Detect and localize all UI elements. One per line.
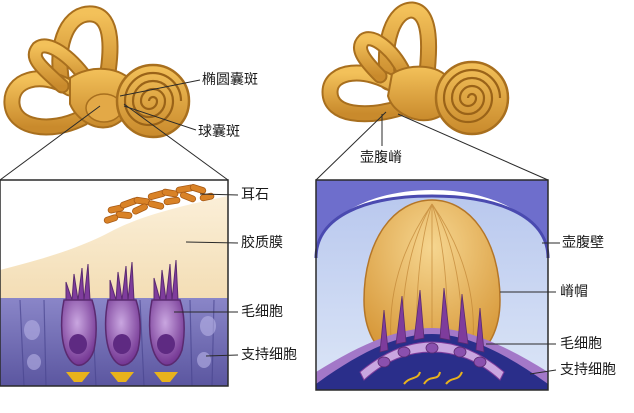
ampulla-wall bbox=[316, 180, 548, 258]
label-otoliths: 耳石 bbox=[241, 187, 269, 203]
label-ampullary-crest: 壶腹嵴 bbox=[360, 150, 402, 166]
crista-detail bbox=[314, 179, 550, 391]
macula-detail bbox=[0, 179, 229, 387]
left-cochlea bbox=[115, 63, 191, 139]
label-utricular-macula: 椭圆囊斑 bbox=[202, 72, 258, 88]
label-cupula: 嵴帽 bbox=[560, 284, 588, 300]
label-hair-cells-left: 毛细胞 bbox=[241, 304, 283, 320]
label-otolithic-membrane: 胶质膜 bbox=[241, 235, 283, 251]
label-hair-cells-right: 毛细胞 bbox=[560, 336, 602, 352]
label-ampulla-wall: 壶腹壁 bbox=[562, 235, 604, 251]
crest-epithelium bbox=[316, 328, 548, 384]
hair-cell-3 bbox=[148, 259, 185, 382]
hair-cell-2 bbox=[104, 261, 141, 382]
label-saccular-macula: 球囊斑 bbox=[198, 124, 240, 140]
label-supporting-cells-right: 支持细胞 bbox=[560, 362, 616, 378]
connector-lines bbox=[0, 79, 560, 375]
right-cochlea bbox=[434, 60, 510, 136]
left-labyrinth bbox=[3, 5, 191, 139]
hair-cell-1 bbox=[60, 263, 97, 382]
crest-hair-bundles bbox=[379, 287, 485, 353]
otolith-crystals bbox=[103, 184, 215, 224]
right-labyrinth bbox=[321, 1, 510, 136]
label-supporting-cells-left: 支持细胞 bbox=[241, 347, 297, 363]
